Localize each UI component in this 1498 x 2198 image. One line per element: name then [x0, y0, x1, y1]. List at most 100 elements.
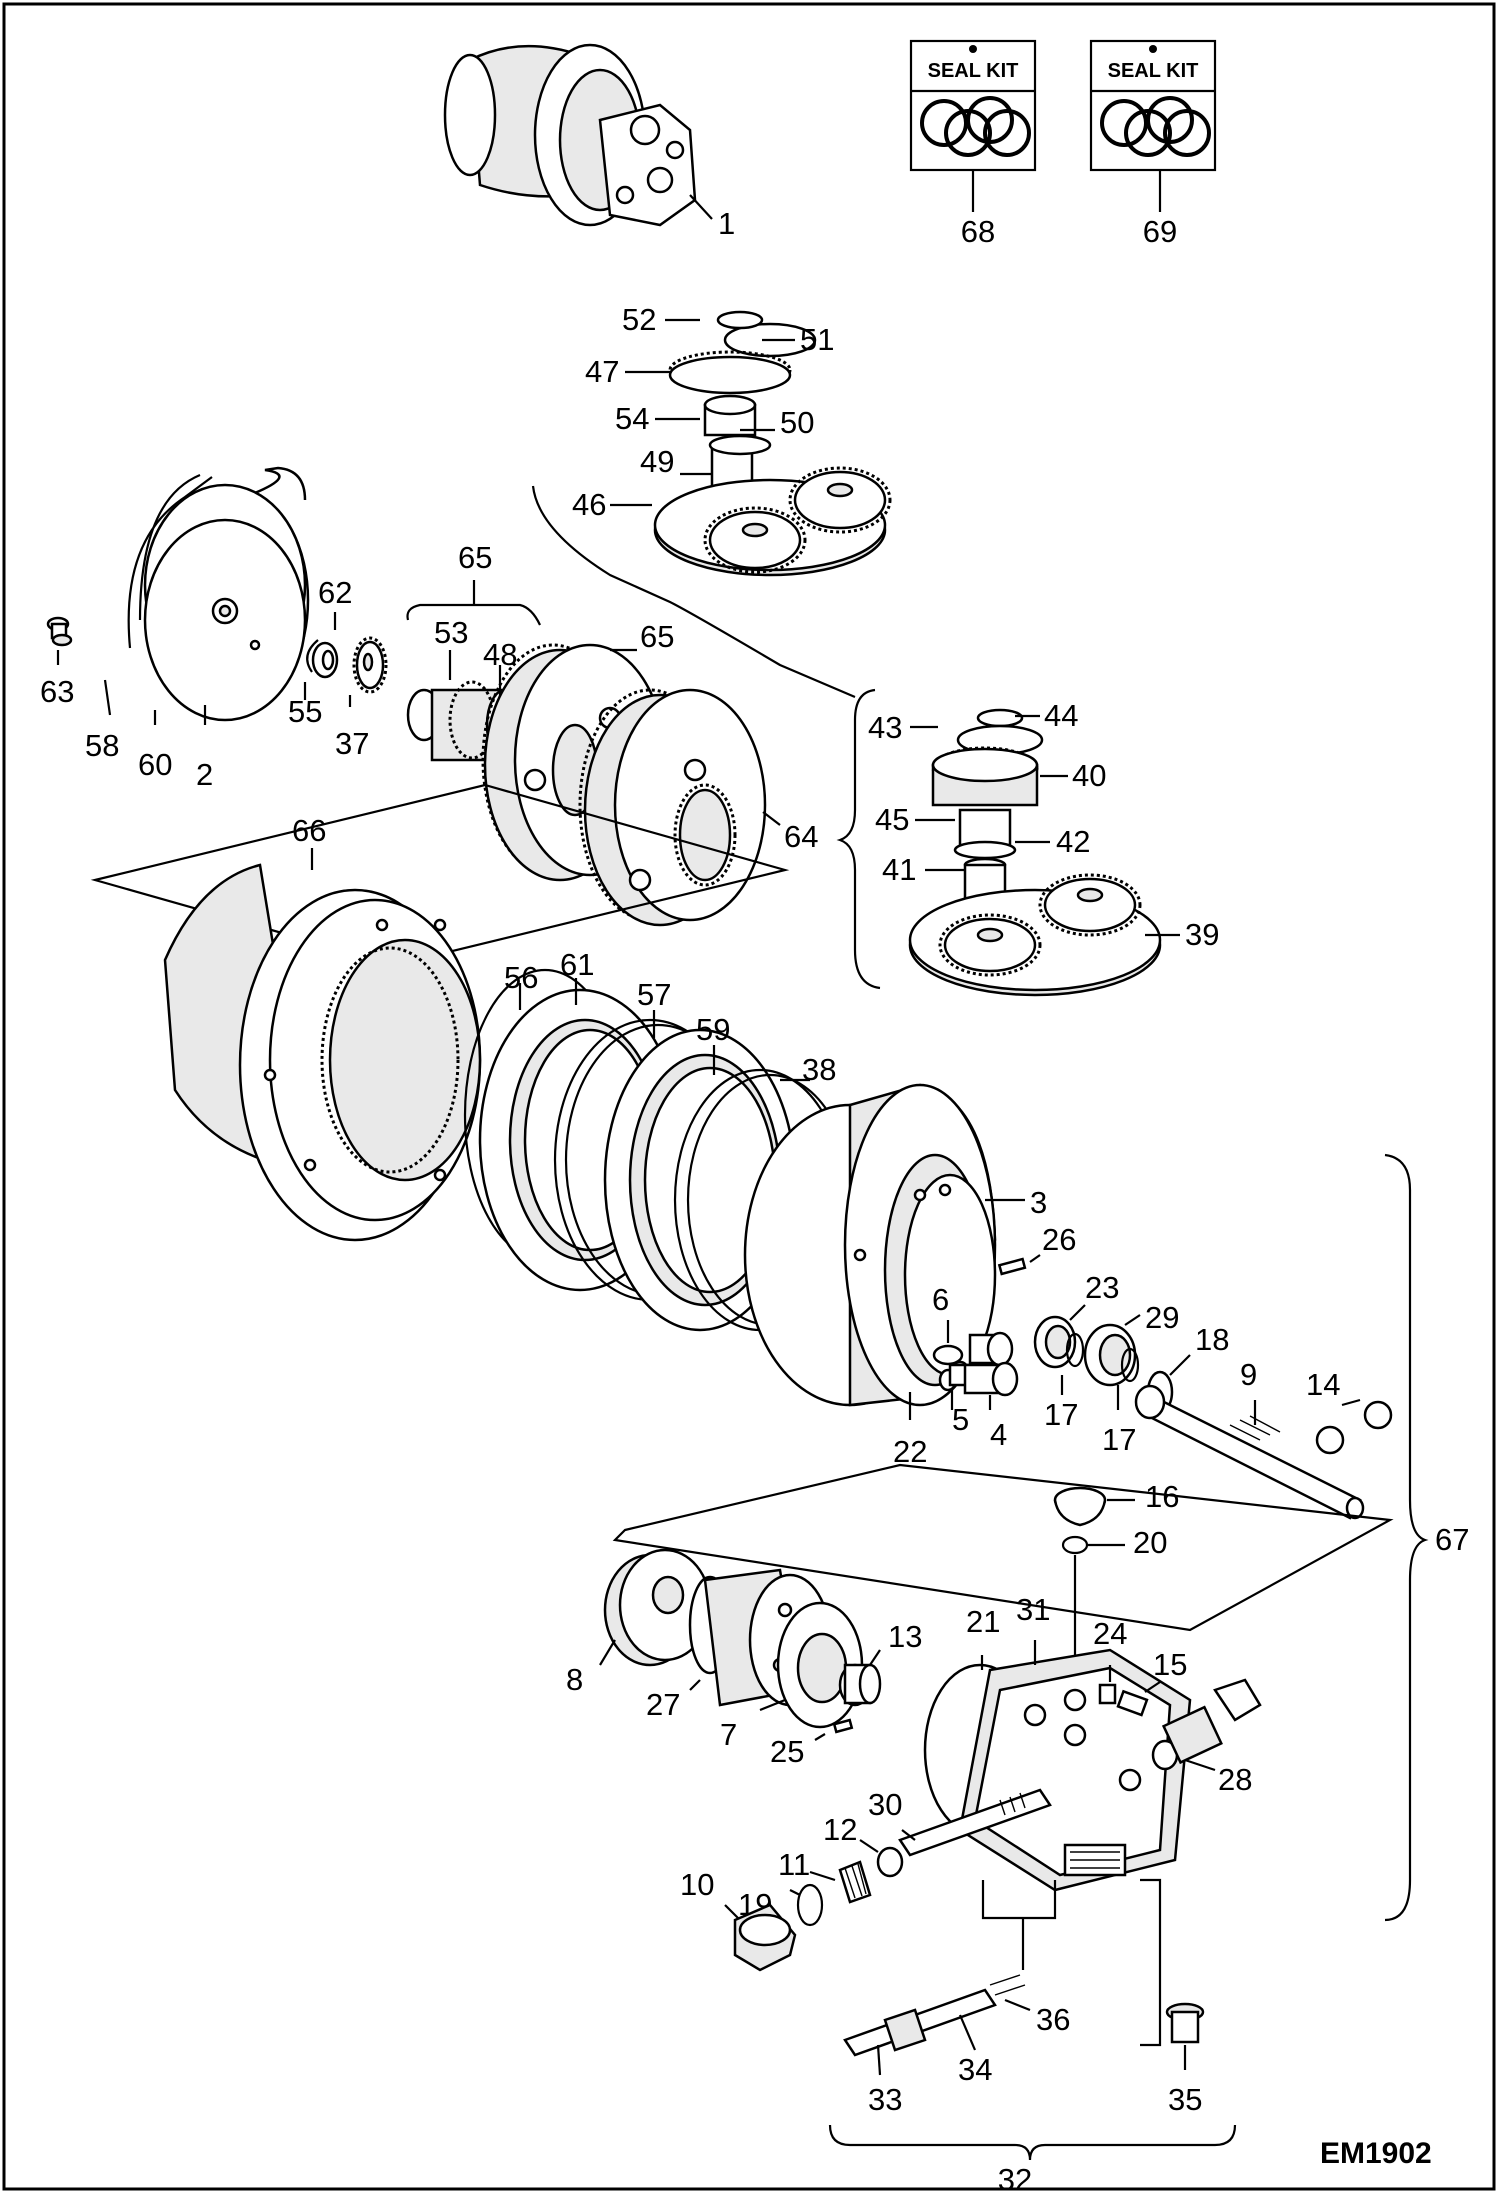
- callout-16: 16: [1145, 1479, 1179, 1514]
- callout-66: 66: [292, 813, 326, 848]
- callout-23: 23: [1085, 1270, 1119, 1305]
- callout-5: 5: [952, 1402, 969, 1437]
- o-ring-19[interactable]: [796, 1883, 824, 1927]
- bracket-67: [1384, 1153, 1429, 1922]
- callout-59: 59: [696, 1012, 730, 1047]
- callout-36: 36: [1036, 2002, 1070, 2037]
- oil-seal-23[interactable]: [1033, 1315, 1077, 1369]
- cap-16[interactable]: [1053, 1486, 1107, 1527]
- callout-54: 54: [615, 401, 649, 436]
- o-ring-icon: [920, 96, 1031, 157]
- callout-52: 52: [622, 302, 656, 337]
- callout-11: 11: [778, 1847, 810, 1882]
- plug-bolt[interactable]: [46, 616, 73, 647]
- bracket-32: [828, 2124, 1237, 2161]
- seal-kit-69[interactable]: SEAL KIT: [1089, 39, 1217, 212]
- pin-25[interactable]: [832, 1718, 854, 1734]
- callout-69: 69: [1143, 214, 1177, 249]
- callout-46: 46: [572, 487, 606, 522]
- callout-67: 67: [1435, 1522, 1469, 1557]
- callout-30: 30: [868, 1787, 902, 1822]
- callout-57: 57: [637, 977, 671, 1012]
- callout-56: 56: [504, 960, 538, 995]
- spring-11[interactable]: [838, 1860, 872, 1904]
- ring-carrier-64[interactable]: [578, 688, 767, 927]
- upper-planet-carrier[interactable]: [653, 310, 892, 577]
- callout-26: 26: [1042, 1222, 1076, 1257]
- callout-42: 42: [1056, 824, 1090, 859]
- callout-13: 13: [888, 1619, 922, 1654]
- callout-2: 2: [196, 757, 213, 792]
- callout-10: 10: [680, 1867, 714, 1902]
- relief-valve-28[interactable]: [1151, 1678, 1262, 1771]
- callout-47: 47: [585, 354, 619, 389]
- plug-35[interactable]: [1165, 2002, 1205, 2044]
- callout-60: 60: [138, 747, 172, 782]
- callout-65a: 65: [458, 540, 492, 575]
- snap-ring-17[interactable]: [1065, 1332, 1140, 1383]
- swash-plate-8[interactable]: [603, 1548, 712, 1667]
- drawing-id: EM1902: [1320, 2137, 1432, 2170]
- o-ring-20[interactable]: [1061, 1535, 1089, 1555]
- callout-32: 32: [998, 2162, 1032, 2193]
- callout-55: 55: [288, 694, 322, 729]
- plug-24[interactable]: [1098, 1683, 1117, 1705]
- callout-34: 34: [958, 2052, 992, 2087]
- callout-15: 15: [1153, 1647, 1187, 1682]
- hub-cover[interactable]: [127, 466, 310, 722]
- callout-6: 6: [932, 1282, 949, 1317]
- callout-50: 50: [780, 405, 814, 440]
- callout-27: 27: [646, 1687, 680, 1722]
- callout-62: 62: [318, 575, 352, 610]
- spool-assembly-32[interactable]: [843, 1974, 1026, 2057]
- callout-17a: 17: [1044, 1397, 1078, 1432]
- output-shaft[interactable]: [1134, 1384, 1365, 1520]
- callout-45: 45: [875, 802, 909, 837]
- snap-ring[interactable]: [306, 639, 319, 673]
- drive-motor-assembly[interactable]: [443, 43, 713, 227]
- callout-3: 3: [1030, 1185, 1047, 1220]
- callout-68: 68: [961, 214, 995, 249]
- bearing-29[interactable]: [1083, 1323, 1137, 1387]
- callout-35: 35: [1168, 2082, 1202, 2117]
- callout-21: 21: [966, 1604, 1000, 1639]
- plug-10[interactable]: [733, 1903, 797, 1972]
- motor-group-outline: [612, 1463, 1394, 1632]
- dowel-pin-26[interactable]: [997, 1257, 1027, 1276]
- steel-balls[interactable]: [1315, 1400, 1393, 1455]
- callout-17b: 17: [1102, 1422, 1136, 1457]
- motor-head[interactable]: [923, 1648, 1192, 1892]
- thrust-washer[interactable]: [311, 641, 339, 679]
- small-spur-gear[interactable]: [352, 636, 388, 694]
- callout-22: 22: [893, 1434, 927, 1469]
- callout-58: 58: [85, 728, 119, 763]
- callout-61: 61: [560, 947, 594, 982]
- callout-63: 63: [40, 674, 74, 709]
- callout-40: 40: [1072, 758, 1106, 793]
- piston-assembly[interactable]: [932, 1331, 1019, 1397]
- ring-gear-housing[interactable]: [163, 863, 482, 1242]
- spindle-housing[interactable]: [743, 1083, 997, 1407]
- callout-29: 29: [1145, 1300, 1179, 1335]
- lower-planet-stage[interactable]: [908, 708, 1162, 997]
- callout-31: 31: [1016, 1592, 1050, 1627]
- callout-25: 25: [770, 1734, 804, 1769]
- check-valve-15[interactable]: [1116, 1689, 1149, 1717]
- callout-38: 38: [802, 1052, 836, 1087]
- callout-53: 53: [434, 615, 468, 650]
- valve-plate-7[interactable]: [776, 1601, 864, 1729]
- callout-33: 33: [868, 2082, 902, 2117]
- spool-30[interactable]: [898, 1788, 1052, 1857]
- spline-coupling-13[interactable]: [838, 1663, 882, 1707]
- callout-28: 28: [1218, 1762, 1252, 1797]
- callout-18: 18: [1195, 1322, 1229, 1357]
- washer-12[interactable]: [876, 1846, 904, 1878]
- seal-kit-68[interactable]: SEAL KIT: [909, 39, 1037, 212]
- callout-24: 24: [1093, 1616, 1127, 1651]
- callout-64: 64: [784, 819, 818, 854]
- callout-49: 49: [640, 444, 674, 479]
- leader-32a: [981, 1880, 1057, 1920]
